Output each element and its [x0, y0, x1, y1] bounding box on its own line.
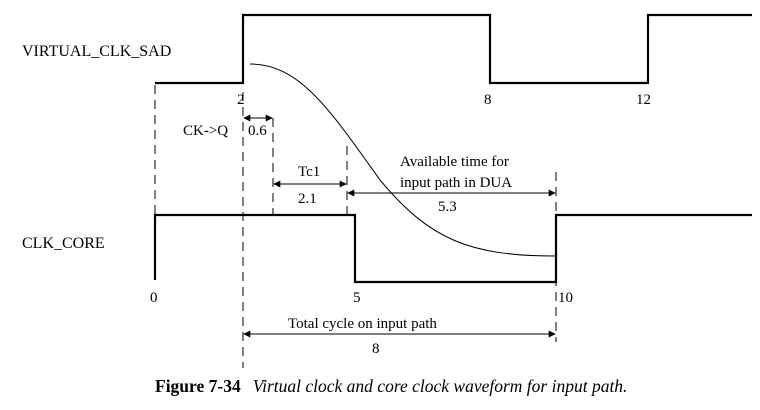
available-time-value: 5.3 [438, 199, 457, 215]
tick-0: 0 [150, 290, 158, 306]
core-clk-label: CLK_CORE [22, 235, 105, 252]
virtual-clk-label: VIRTUAL_CLK_SAD [22, 43, 171, 60]
total-cycle-label: Total cycle on input path [288, 316, 437, 332]
tick-10: 10 [558, 290, 573, 306]
data-path-curve [249, 63, 557, 257]
ckq-label: CK->Q [183, 123, 228, 139]
total-cycle-value: 8 [372, 341, 380, 357]
available-time-label-1: Available time for [400, 154, 509, 170]
tick-2: 2 [237, 92, 245, 108]
ckq-value: 0.6 [248, 123, 267, 139]
tick-8: 8 [484, 92, 492, 108]
caption-text: Virtual clock and core clock waveform fo… [253, 376, 628, 396]
tc1-value: 2.1 [298, 191, 317, 207]
tick-12: 12 [636, 92, 651, 108]
virtual-clk-waveform [155, 13, 752, 85]
tick-5: 5 [353, 290, 361, 306]
available-time-label-2: input path in DUA [400, 175, 512, 191]
tc1-label: Tc1 [298, 164, 320, 180]
core-clk-waveform [153, 213, 752, 284]
figure-caption: Figure 7-34 Virtual clock and core clock … [155, 376, 627, 396]
caption-number: Figure 7-34 [155, 376, 241, 396]
